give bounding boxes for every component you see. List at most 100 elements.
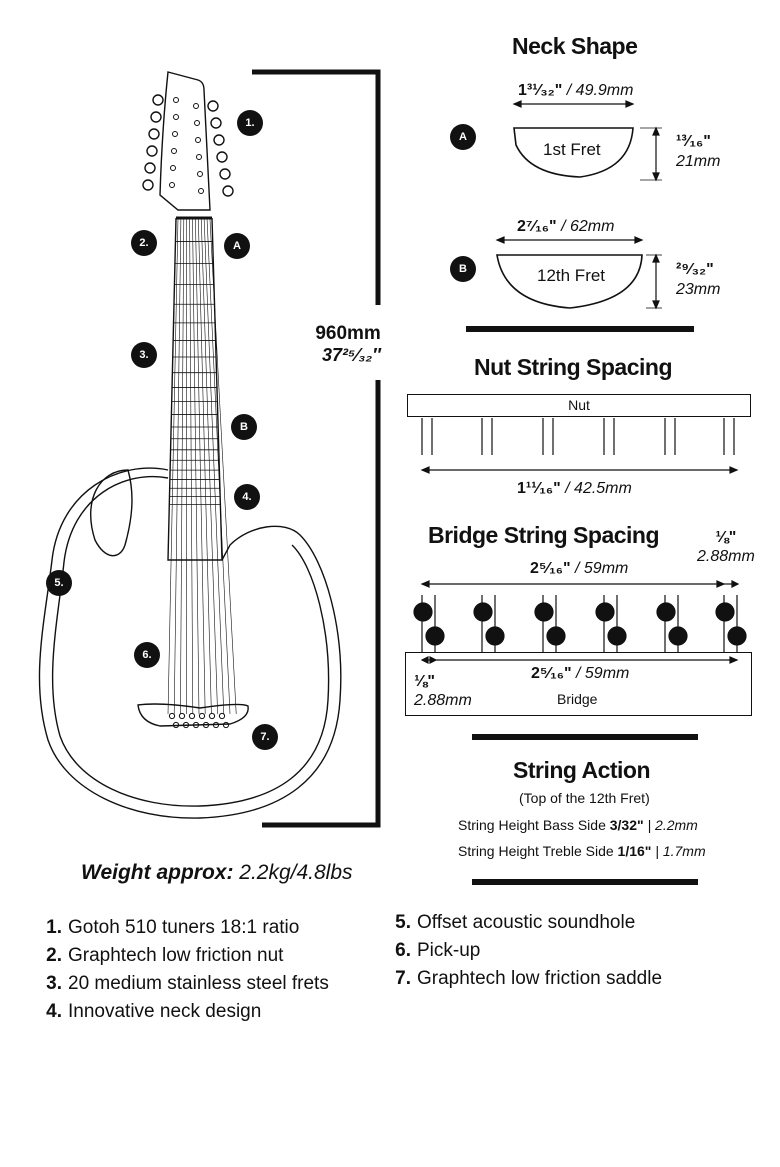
action-bass: String Height Bass Side 3/32" | 2.2mm (458, 817, 698, 833)
bridge-shape (137, 703, 249, 727)
bridge-top-width-in: 2⁵⁄₁₆" (530, 560, 571, 577)
bridge-pin (202, 721, 210, 729)
string (173, 217, 182, 715)
bridge-pin (172, 721, 180, 729)
action-bass-mm: | 2.2mm (643, 817, 698, 833)
callout-5: 5. (46, 570, 72, 596)
neck-b-depth: ²⁹⁄₃₂" 23mm (676, 260, 720, 300)
string (206, 217, 231, 715)
length-mm: 960mm (315, 323, 381, 344)
weight: Weight approx: 2.2kg/4.8lbs (81, 861, 353, 885)
neck-a-label: 1st Fret (543, 140, 601, 159)
nut-label: Nut (568, 397, 590, 413)
feature-item: 4.Innovative neck design (46, 1001, 262, 1022)
ball-end (485, 626, 505, 646)
nut-width: 1¹¹⁄₁₆" / 42.5mm (517, 480, 632, 498)
divider-1 (466, 326, 694, 332)
ball-end (534, 602, 554, 622)
string (200, 217, 218, 715)
callout-2: 2. (131, 230, 157, 256)
string (209, 217, 237, 715)
callout-7: 7. (252, 724, 278, 750)
tuner-posts (169, 97, 204, 194)
string (195, 217, 206, 715)
bridge-pin (222, 721, 230, 729)
ball-end (607, 626, 627, 646)
bridge-top-width-mm: / 59mm (570, 560, 629, 577)
features-left: 1.Gotoh 510 tuners 18:1 ratio 2.Graphtec… (36, 914, 329, 1026)
string (180, 217, 185, 715)
nut-width-mm: / 42.5mm (560, 480, 632, 497)
neck-a-width: 1³¹⁄₃₂" / 49.9mm (518, 82, 633, 100)
bridge-pin (178, 712, 186, 720)
weight-value: 2.2kg/4.8lbs (233, 861, 353, 884)
nut-width-in: 1¹¹⁄₁₆" (517, 480, 561, 497)
bridge-bottom-width-mm: / 59mm (571, 665, 630, 682)
callout-6: 6. (134, 642, 160, 668)
neck-b-label: 12th Fret (537, 266, 606, 285)
bridge-label: Bridge (557, 691, 598, 707)
ball-end (413, 602, 433, 622)
bridge-bottom-width: 2⁵⁄₁₆" / 59mm (531, 665, 629, 683)
divider-3 (472, 879, 698, 885)
bridge-pin (212, 721, 220, 729)
headstock (159, 71, 211, 211)
bridge-pins (168, 712, 230, 729)
ball-end (656, 602, 676, 622)
neck-b-depth-mm: 23mm (676, 281, 721, 298)
callout-1: 1. (237, 110, 263, 136)
feature-item: 7.Graphtech low friction saddle (395, 968, 663, 989)
neck-b-width: 2⁷⁄₁₆" / 62mm (517, 218, 614, 236)
ball-end (425, 626, 445, 646)
string (203, 217, 225, 715)
bridge-offset: ⅛" 2.88mm (697, 528, 755, 566)
ball-end (668, 626, 688, 646)
nut-title: Nut String Spacing (474, 354, 673, 380)
nut-box: Nut (407, 394, 751, 417)
ball-end (595, 602, 615, 622)
tuner-pegs-left (142, 94, 164, 191)
callout-4: 4. (234, 484, 260, 510)
action-bass-label: String Height Bass Side (458, 817, 610, 833)
feature-item: 1.Gotoh 510 tuners 18:1 ratio (46, 917, 300, 938)
string (192, 217, 200, 715)
callout-a: A (224, 233, 250, 259)
neck-a-badge: A (450, 124, 476, 150)
fretboard (167, 217, 223, 561)
feature-item: 2.Graphtech low friction nut (46, 945, 284, 966)
bridge-left-mm: 2.88mm (414, 692, 472, 709)
bridge-left-in: ⅛" (414, 673, 435, 690)
bridge-pin (168, 712, 176, 720)
bridge-bottom-width-in: 2⁵⁄₁₆" (531, 665, 572, 682)
bridge-pin (208, 712, 216, 720)
strings (167, 217, 237, 715)
string (198, 217, 212, 715)
action-treble-mm: | 1.7mm (651, 843, 706, 859)
weight-label: Weight approx: (81, 861, 234, 884)
divider-2 (472, 734, 698, 740)
neck-a-depth: ¹³⁄₁₆" 21mm (676, 132, 720, 172)
bridge-pin (198, 712, 206, 720)
neck-b-depth-in: ²⁹⁄₃₂" (676, 261, 714, 278)
bridge-pin (188, 712, 196, 720)
bridge-left-offset: ⅛" 2.88mm (414, 672, 472, 710)
body-binding (51, 475, 330, 807)
neck-b-badge: B (450, 256, 476, 282)
action-title: String Action (513, 757, 651, 783)
neck-a-width-in: 1³¹⁄₃₂" (518, 82, 563, 99)
bridge-pin (182, 721, 190, 729)
bridge-top-width: 2⁵⁄₁₆" / 59mm (530, 560, 628, 578)
neck-shape-title: Neck Shape (512, 33, 638, 59)
tuner-pegs-right (207, 100, 234, 197)
bridge-pin (192, 721, 200, 729)
soundhole (90, 469, 133, 557)
length-inch: 37²⁵⁄₃₂″ (322, 345, 381, 365)
neck-b-width-mm: / 62mm (556, 218, 615, 235)
string (189, 217, 194, 715)
callout-3: 3. (131, 342, 157, 368)
neck-b-width-in: 2⁷⁄₁₆" (517, 218, 557, 235)
